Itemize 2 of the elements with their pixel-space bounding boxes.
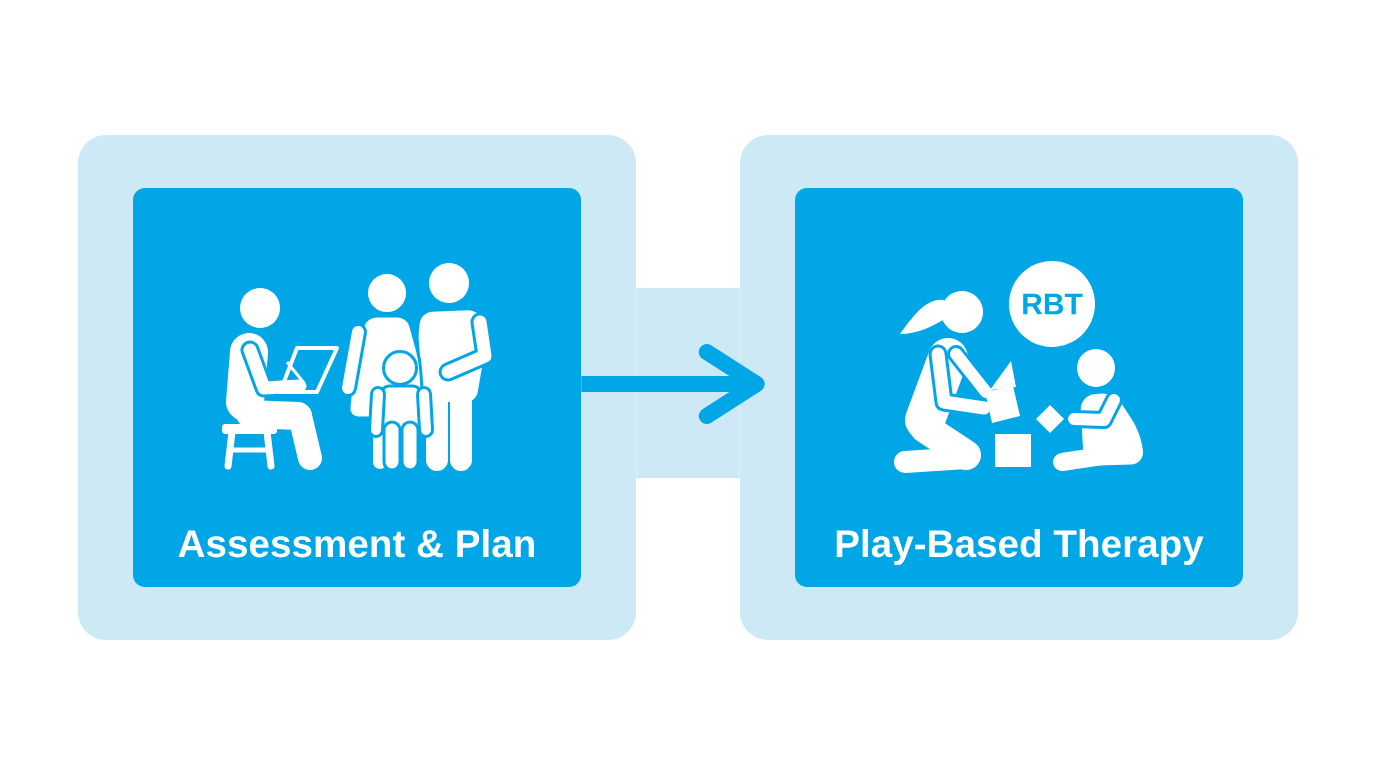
connector-band xyxy=(636,288,740,478)
arrow xyxy=(581,344,765,424)
